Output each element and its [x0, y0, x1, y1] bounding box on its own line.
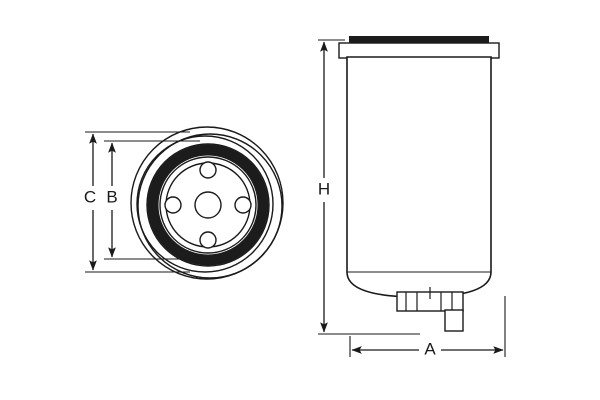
- dimension-b: B: [102, 140, 200, 260]
- dimension-c: C: [80, 131, 190, 273]
- inlet-hole-bottom: [199, 231, 217, 249]
- inlet-hole-left: [164, 196, 182, 214]
- dimension-a: A: [349, 296, 506, 362]
- outer-rim-1-circle: [130, 126, 284, 280]
- side-view: [338, 36, 500, 332]
- outer-rim-2-circle: [137, 133, 283, 279]
- nipple-drain-stub: [444, 309, 464, 332]
- end-view: [130, 126, 284, 280]
- outlet-nipple: [396, 287, 464, 332]
- dimension-b-label-bg: [102, 186, 122, 210]
- dimension-h-label: H: [318, 179, 330, 198]
- dimension-h-label-bg: [314, 178, 335, 202]
- dimension-a-label-bg: [419, 338, 441, 362]
- flange-band: [338, 42, 500, 59]
- dimension-c-label-bg: [80, 186, 100, 210]
- gasket-bar: [349, 36, 489, 44]
- center-thread-hole: [194, 191, 222, 219]
- dimension-a-label: A: [424, 339, 436, 358]
- filter-body: [346, 56, 492, 298]
- inlet-hole-right: [234, 196, 252, 214]
- gasket-ring: [147, 144, 269, 266]
- dimension-h: H: [314, 39, 420, 335]
- inlet-hole-top: [199, 161, 217, 179]
- dimension-b-label: B: [106, 187, 117, 206]
- dimension-c-label: C: [84, 187, 96, 206]
- outer-rim-3-circle: [136, 135, 274, 273]
